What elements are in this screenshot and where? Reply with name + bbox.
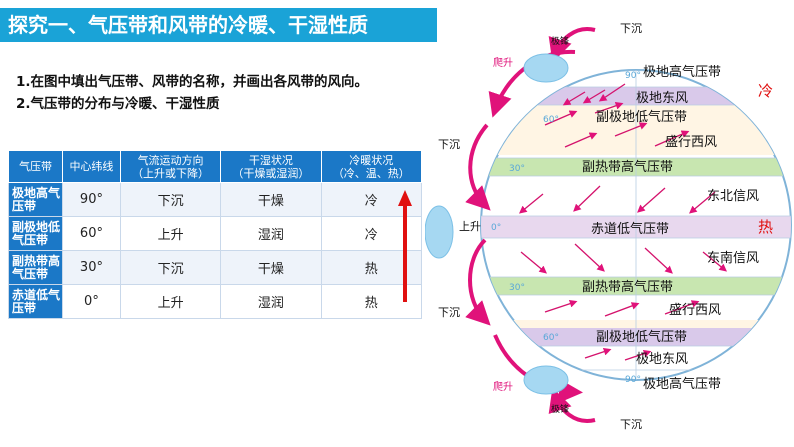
row-latitude: 30° (62, 250, 121, 285)
band-label: 副极地低气压带 (596, 329, 687, 345)
air-label: 下沉 (438, 306, 460, 319)
table-header-row: 气压带 中心纬线 气流运动方向 （上升或下降） 干湿状况 （干燥或湿润） 冷暖状… (8, 150, 423, 183)
air-label: 极锋 (551, 403, 569, 415)
hot-label: 热 (758, 218, 773, 236)
col-airflow: 气流运动方向 （上升或下降） (119, 150, 222, 183)
row-humidity: 湿润 (220, 216, 322, 251)
row-airflow: 上升 (119, 284, 222, 319)
lat-label: 90° (625, 375, 641, 385)
lat-label: 60° (543, 115, 559, 125)
air-label: 下沉 (620, 22, 642, 35)
lat-label: 90° (625, 71, 641, 81)
col-temperature: 冷暖状况 （冷、温、热） (320, 150, 423, 183)
lat-label: 60° (543, 333, 559, 343)
band-label: 极地东风 (636, 91, 688, 106)
row-humidity: 湿润 (220, 284, 322, 319)
cold-label: 冷 (758, 82, 773, 100)
band-label: 副热带高气压带 (582, 279, 673, 295)
band-label: 赤道低气压带 (591, 221, 669, 237)
row-belt-name: 赤道低气压带 (8, 284, 63, 319)
band-label: 东北信风 (707, 189, 759, 204)
table-row: 赤道低气压带 0° 上升 湿润 热 (8, 284, 423, 319)
question-1: 1.在图中填出气压带、风带的名称，并画出各风带的风向。 (16, 74, 369, 90)
col-belt: 气压带 (8, 150, 63, 183)
lat-label: 30° (509, 283, 525, 293)
band-label: 盛行西风 (665, 135, 717, 150)
row-belt-name: 副极地低气压带 (8, 216, 63, 251)
cloud-icon (425, 205, 454, 259)
section-title: 探究一、气压带和风带的冷暖、干湿性质 (0, 8, 437, 42)
cloud-icon (523, 365, 569, 395)
band-label: 副极地低气压带 (596, 109, 687, 125)
col-humidity: 干湿状况 （干燥或湿润） (220, 150, 322, 183)
row-airflow: 下沉 (119, 182, 222, 217)
pressure-belt-table: 气压带 中心纬线 气流运动方向 （上升或下降） 干湿状况 （干燥或湿润） 冷暖状… (8, 150, 423, 319)
row-airflow: 下沉 (119, 250, 222, 285)
band-subpolar-low-n (481, 87, 791, 105)
band-label: 极地东风 (636, 352, 688, 367)
row-latitude: 0° (62, 284, 121, 319)
band-label: 极地高气压带 (643, 64, 721, 80)
air-label: 上升 (459, 220, 481, 233)
air-label: 下沉 (620, 418, 642, 431)
band-label: 极地高气压带 (643, 376, 721, 392)
table-row: 极地高气压带 90° 下沉 干燥 冷 (8, 182, 423, 217)
band-label: 副热带高气压带 (582, 159, 673, 175)
lat-label: 0° (491, 223, 501, 233)
air-label: 极锋 (551, 35, 569, 47)
air-label: 下沉 (438, 138, 460, 151)
row-latitude: 90° (62, 182, 121, 217)
cloud-icon (523, 53, 569, 83)
row-belt-name: 极地高气压带 (8, 182, 63, 217)
row-belt-name: 副热带高气压带 (8, 250, 63, 285)
table-row: 副极地低气压带 60° 上升 湿润 冷 (8, 216, 423, 251)
row-latitude: 60° (62, 216, 121, 251)
table-row: 副热带高气压带 30° 下沉 干燥 热 (8, 250, 423, 285)
row-airflow: 上升 (119, 216, 222, 251)
temperature-gradient-arrow (398, 190, 412, 302)
band-label: 东南信风 (707, 250, 759, 266)
band-label: 盛行西风 (669, 303, 721, 318)
row-humidity: 干燥 (220, 182, 322, 217)
col-latitude: 中心纬线 (62, 150, 121, 183)
air-label: 爬升 (493, 57, 513, 69)
global-circulation-diagram: 极地高气压带 极地东风 副极地低气压带 盛行西风 副热带高气压带 东北信风 赤道… (425, 22, 792, 431)
question-2: 2.气压带的分布与冷暖、干湿性质 (16, 96, 220, 112)
row-humidity: 干燥 (220, 250, 322, 285)
lat-label: 30° (509, 164, 525, 174)
air-label: 爬升 (493, 381, 513, 393)
